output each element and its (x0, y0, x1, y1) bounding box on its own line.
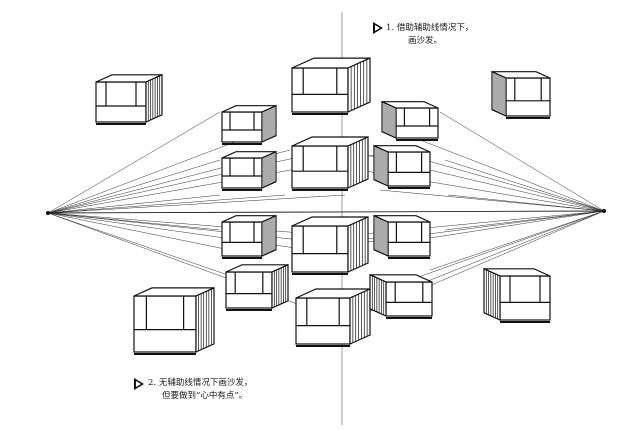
note-bottom-line1: 2. 无辅助线情况下画沙发， (148, 378, 253, 388)
note-top-line2: 画沙发。 (408, 36, 443, 46)
sofa-top-right (491, 70, 551, 119)
note-top: 1. 借助辅助线情况下， 画沙发。 (386, 22, 473, 48)
triangle-pointer-icon (134, 378, 144, 390)
note-bottom-line2: 但要做到“心中有点”。 (162, 391, 248, 401)
sofa-row4-left (221, 214, 277, 259)
note-bottom: 2. 无辅助线情况下画沙发， 但要做到“心中有点”。 (148, 377, 252, 403)
sofa-row2-right (381, 100, 439, 141)
guide-lines (47, 111, 605, 321)
sofa-top-left (95, 73, 163, 125)
sofa-bottom-left (133, 286, 215, 355)
sofa-top-center (291, 57, 371, 115)
sofa-row4-right (373, 214, 431, 259)
triangle-pointer-icon (373, 22, 383, 34)
left-vanishing-point (46, 211, 50, 215)
note-top-line1: 1. 借助辅助线情况下， (386, 23, 474, 33)
sofa-row3-left (221, 150, 277, 191)
sofa-row4-center (291, 216, 369, 275)
sofa-row3-right (373, 144, 431, 189)
sofa-low-left (225, 263, 289, 311)
sofa-bottom-right (483, 267, 551, 323)
sofa-row2-left (221, 104, 277, 145)
sofa-low-center (295, 288, 371, 347)
sofa-sketches (95, 57, 551, 355)
right-vanishing-point (602, 209, 606, 213)
horizon-line (47, 210, 605, 214)
sofa-low-right (369, 273, 433, 319)
sofa-row3-center (291, 136, 369, 191)
